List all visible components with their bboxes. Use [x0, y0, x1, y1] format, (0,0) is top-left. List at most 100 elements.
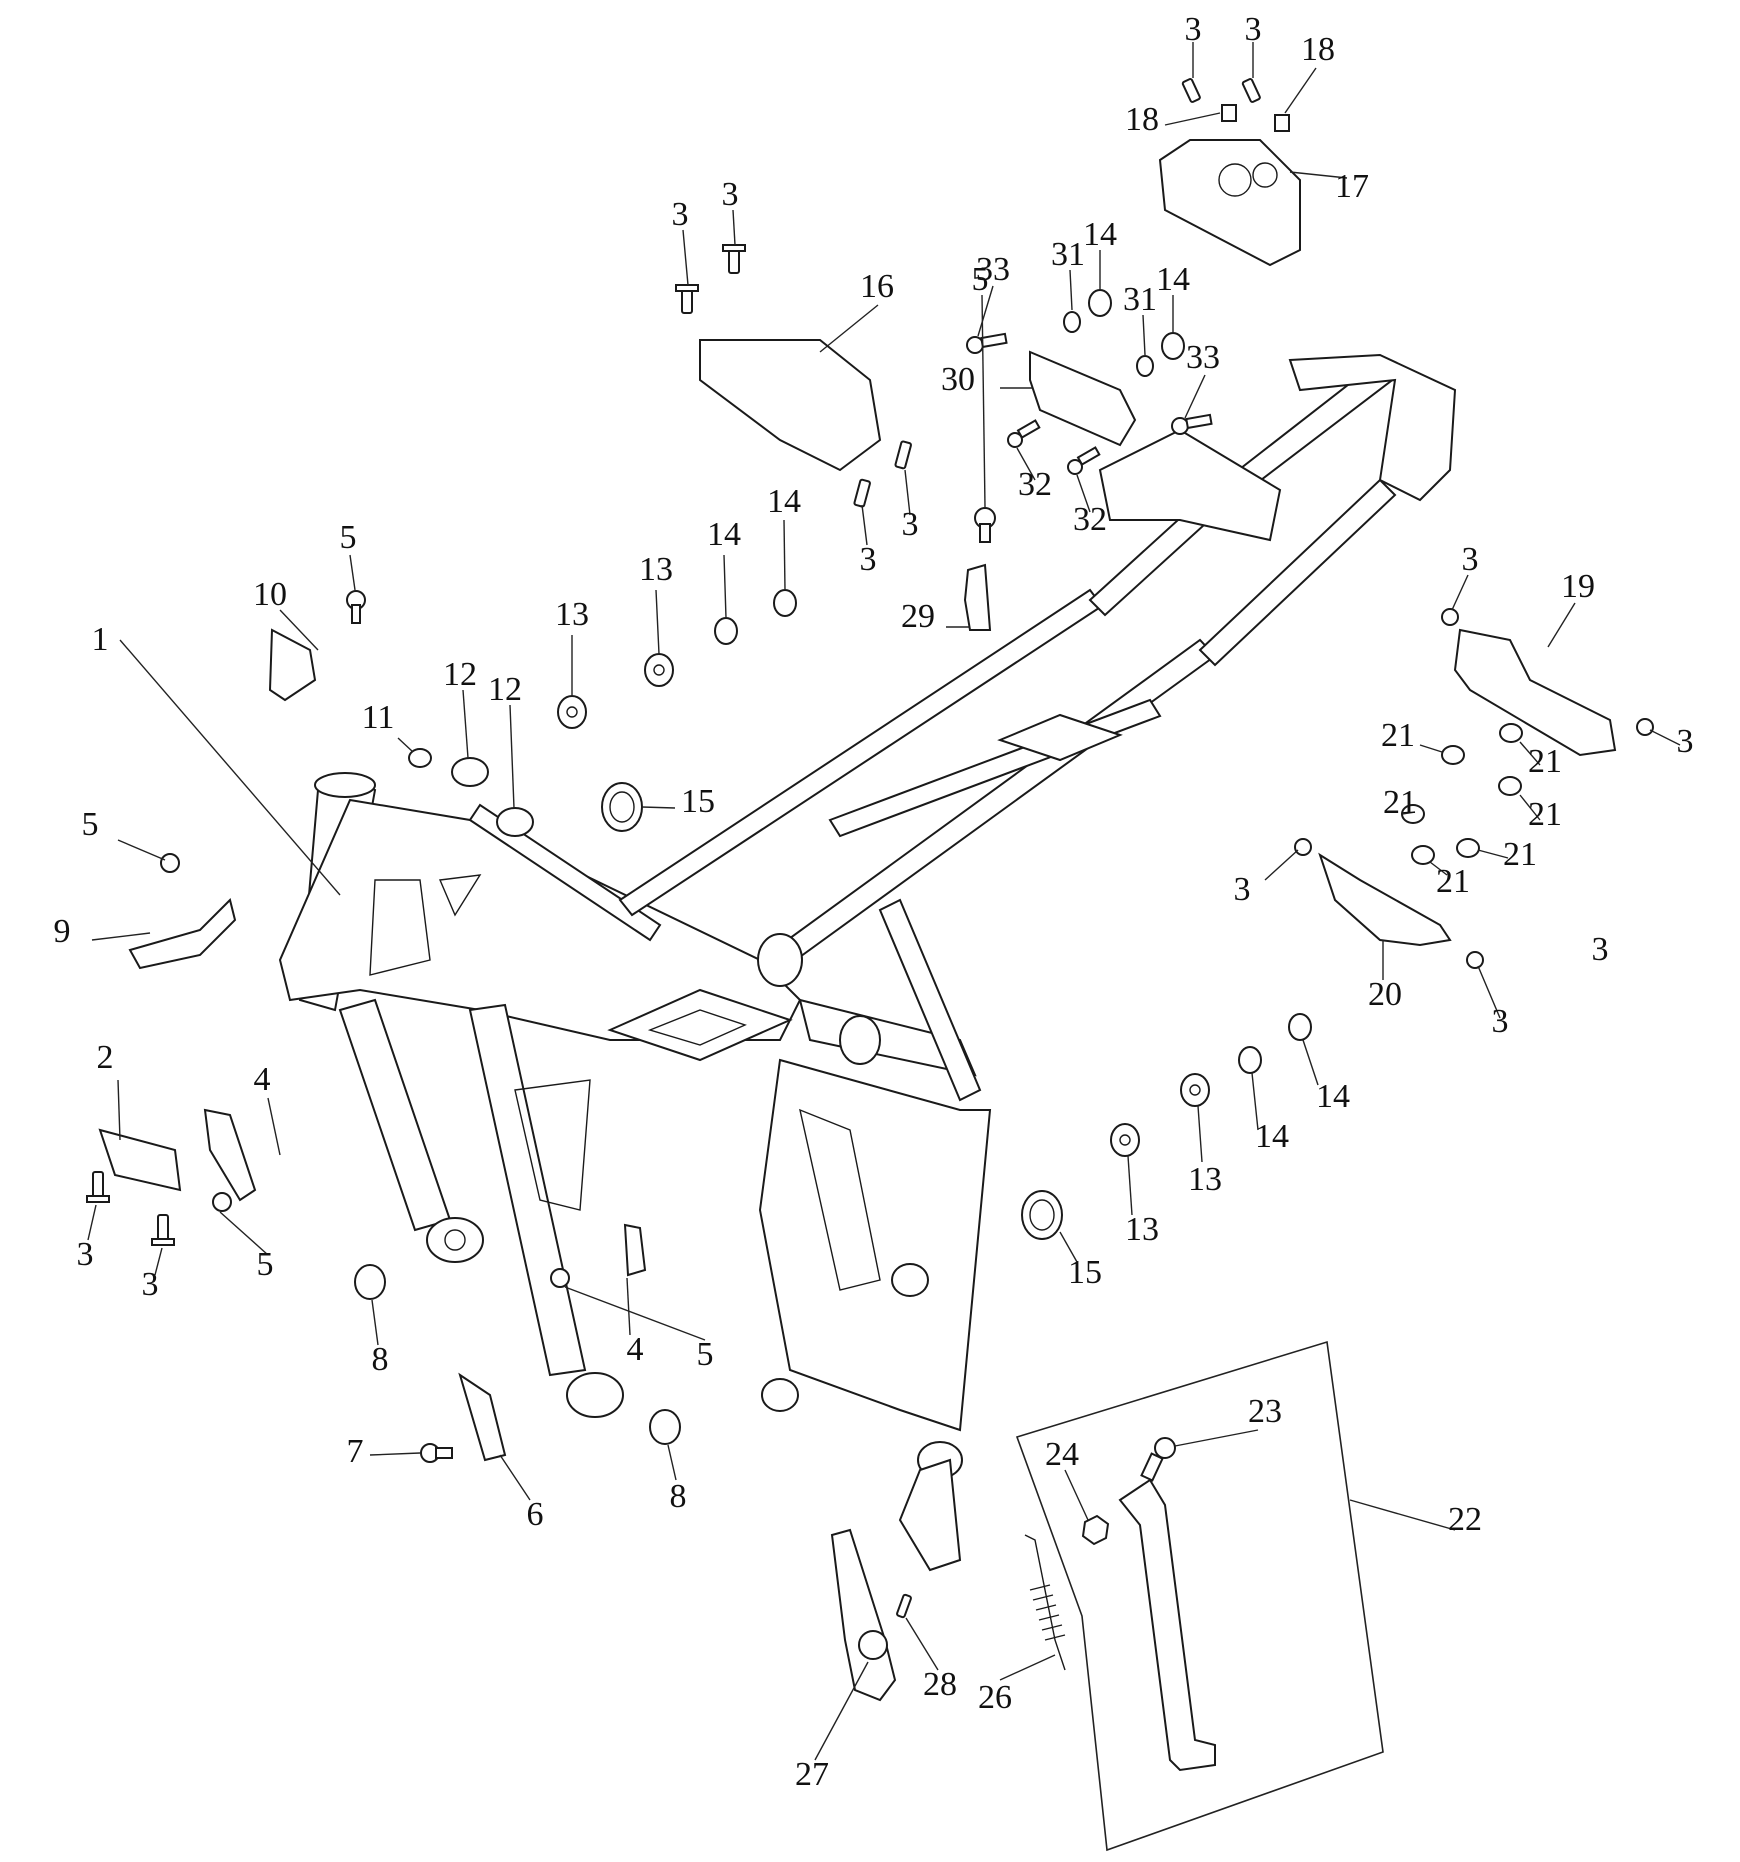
callout-washer-13: 13 — [1188, 1161, 1222, 1198]
leader-line-6 — [499, 1454, 531, 1501]
callout-bolt-5: 5 — [972, 261, 989, 298]
callout-bolt-5: 5 — [257, 1246, 274, 1283]
leader-line-26 — [999, 1654, 1056, 1681]
collar-31-icon — [1063, 311, 1081, 333]
callout-bolt-3: 3 — [1245, 11, 1262, 48]
frame-body — [278, 353, 1457, 1572]
leader-line-27 — [814, 1661, 869, 1761]
callout-plug-21: 21 — [1528, 796, 1562, 833]
bolt-3-icon — [1241, 78, 1261, 103]
washer-13-icon — [557, 695, 587, 729]
bolt-3-icon — [722, 244, 746, 274]
switch-27-icon — [830, 1528, 897, 1702]
callout-plate-30: 30 — [941, 361, 975, 398]
cap-8-icon — [354, 1264, 386, 1300]
callout-bolt-3: 3 — [77, 1236, 94, 1273]
callout-washer-13: 13 — [639, 551, 673, 588]
plug-21-icon — [1411, 845, 1435, 865]
washer-13-icon — [1110, 1123, 1140, 1157]
leader-line-3 — [87, 1204, 97, 1241]
bolt-3-icon — [853, 478, 871, 508]
bracket-4-icon — [203, 1108, 257, 1202]
bracket-4-icon — [623, 1223, 647, 1277]
callout-bolt-3: 3 — [1677, 723, 1694, 760]
plate-30-icon — [1029, 350, 1137, 447]
leader-line-13 — [655, 589, 660, 655]
callout-washer-13: 13 — [1125, 1211, 1159, 1248]
callout-clip-nut-18: 18 — [1125, 101, 1159, 138]
callout-grommet-14: 14 — [707, 516, 741, 553]
bushing-12-icon — [496, 807, 534, 837]
leader-line-23 — [1174, 1429, 1259, 1447]
leader-line-19 — [1547, 602, 1576, 648]
bolt-3-icon — [894, 440, 912, 470]
leader-line-5 — [564, 1286, 706, 1341]
seal-15-icon — [1021, 1190, 1063, 1240]
grommet-11-icon — [408, 748, 432, 768]
bolt-3-icon — [1294, 838, 1312, 856]
leader-line-22 — [1349, 1499, 1456, 1531]
callout-bolt-3: 3 — [1592, 931, 1609, 968]
callout-collar-31: 31 — [1123, 281, 1157, 318]
plate-17-icon — [1158, 139, 1301, 267]
bracket-2-icon — [98, 1128, 182, 1192]
callout-bolt-33: 33 — [976, 251, 1010, 288]
bolt-5-icon — [974, 507, 996, 543]
bolt-3-icon — [1636, 718, 1654, 736]
callout-bolt-3: 3 — [1492, 1003, 1509, 1040]
bracket-9-icon — [128, 898, 237, 970]
leader-line-11 — [397, 737, 414, 753]
side-stand-icon — [1118, 1478, 1216, 1772]
leader-line-7 — [369, 1452, 421, 1456]
bolt-3-icon — [151, 1214, 175, 1246]
grommet-14-icon — [1088, 289, 1112, 317]
callout-bolt-5: 5 — [697, 1336, 714, 1373]
leader-line-15 — [1059, 1231, 1078, 1263]
leader-line-13 — [1197, 1105, 1203, 1163]
callout-nut-24: 24 — [1045, 1436, 1079, 1473]
bolt-3-icon — [1466, 951, 1484, 969]
plug-21-icon — [1499, 723, 1523, 743]
plug-21-icon — [1456, 838, 1480, 858]
callout-bracket-6: 6 — [527, 1496, 544, 1533]
callout-bracket-16: 16 — [860, 268, 894, 305]
callout-bolt-3: 3 — [142, 1266, 159, 1303]
leader-line-3 — [861, 504, 868, 546]
callout-side-stand-assembly: 22 — [1448, 1501, 1482, 1538]
nut-24-icon — [1081, 1514, 1110, 1546]
leader-line-8 — [667, 1444, 677, 1481]
callout-grommet-11: 11 — [362, 699, 395, 736]
leader-line-3 — [1649, 729, 1681, 746]
leader-line-18 — [1164, 112, 1221, 126]
leader-line-21 — [1419, 744, 1443, 753]
plug-21-icon — [1441, 745, 1465, 765]
leader-line-16 — [819, 304, 879, 353]
loose-parts — [86, 78, 1654, 1852]
callout-bolt-3: 3 — [672, 196, 689, 233]
leader-line-4 — [267, 1097, 281, 1156]
bolt-28-icon — [896, 1593, 912, 1619]
callout-bolt-28: 28 — [923, 1666, 957, 1703]
leader-line-31 — [1142, 314, 1146, 356]
leader-line-3 — [682, 229, 689, 286]
bolt-5-icon — [550, 1268, 570, 1288]
callout-bolt-3: 3 — [722, 176, 739, 213]
callout-spring-26: 26 — [978, 1679, 1012, 1716]
callout-pivot-bolt-23: 23 — [1248, 1393, 1282, 1430]
washer-13-icon — [644, 653, 674, 687]
leader-line-5 — [981, 294, 986, 508]
leader-line-28 — [905, 1617, 939, 1671]
leader-line-31 — [1069, 269, 1073, 311]
leader-line-14 — [1251, 1072, 1259, 1131]
callout-bolt-3: 3 — [1234, 871, 1251, 908]
callout-bolt-7: 7 — [347, 1433, 364, 1470]
leader-line-14 — [723, 554, 727, 619]
callout-plug-21: 21 — [1436, 863, 1470, 900]
leader-line-3 — [1477, 965, 1501, 1019]
callout-grommet-14: 14 — [1083, 216, 1117, 253]
leader-line-32 — [1076, 474, 1091, 513]
callout-grommet-14: 14 — [1156, 261, 1190, 298]
callout-bracket-4: 4 — [627, 1331, 644, 1368]
leader-line-9 — [91, 932, 151, 941]
leader-line-32 — [1016, 447, 1036, 481]
